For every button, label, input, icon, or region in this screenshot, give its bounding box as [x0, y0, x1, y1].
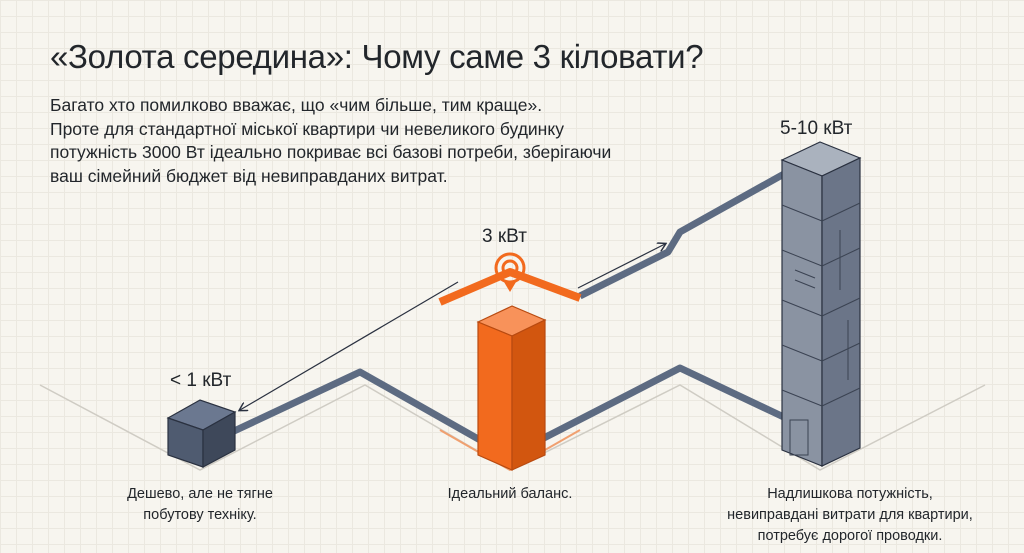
intro-line: потужність 3000 Вт ідеально покриває всі…: [50, 142, 612, 162]
option-label-low: < 1 кВт: [170, 370, 232, 391]
caption-mid: Ідеальний баланс.: [410, 484, 610, 505]
target-icon: [494, 252, 526, 292]
option-label-mid: 3 кВт: [482, 226, 527, 247]
intro-line: Проте для стандартної міської квартири ч…: [50, 118, 564, 139]
orange-bar: [476, 305, 547, 471]
arrow-left: [240, 281, 459, 410]
option-label-high: 5-10 кВт: [780, 118, 853, 139]
lower-pipe: [230, 368, 482, 444]
lower-pipe-right: [538, 364, 792, 444]
orange-pipe: [438, 268, 582, 306]
intro-line: Багато хто помилково вважає, що «чим біл…: [50, 95, 543, 115]
caption-line: Ідеальний баланс.: [447, 486, 573, 502]
ground-highlight: [439, 429, 581, 472]
caption-line: потребує дорогої проводки.: [757, 528, 943, 544]
arrow-right: [577, 244, 665, 289]
upper-pipe: [578, 161, 802, 300]
caption-high: Надлишкова потужність, невиправдані витр…: [700, 484, 1000, 547]
intro-line: ваш сімейний бюджет від невиправданих ви…: [50, 165, 448, 186]
small-cube: [166, 399, 237, 468]
intro-paragraph: Багато хто помилково вважає, що «чим біл…: [50, 94, 611, 188]
caption-line: Дешево, але не тягне: [127, 486, 273, 502]
tall-tower: [780, 141, 862, 467]
page-title: «Золота середина»: Чому саме 3 кіловати?: [50, 38, 704, 75]
caption-line: побутову техніку.: [143, 507, 257, 523]
caption-line: Надлишкова потужність,: [767, 486, 933, 502]
caption-low: Дешево, але не тягне побутову техніку.: [100, 484, 300, 526]
caption-line: невиправдані витрати для квартири,: [727, 507, 973, 523]
